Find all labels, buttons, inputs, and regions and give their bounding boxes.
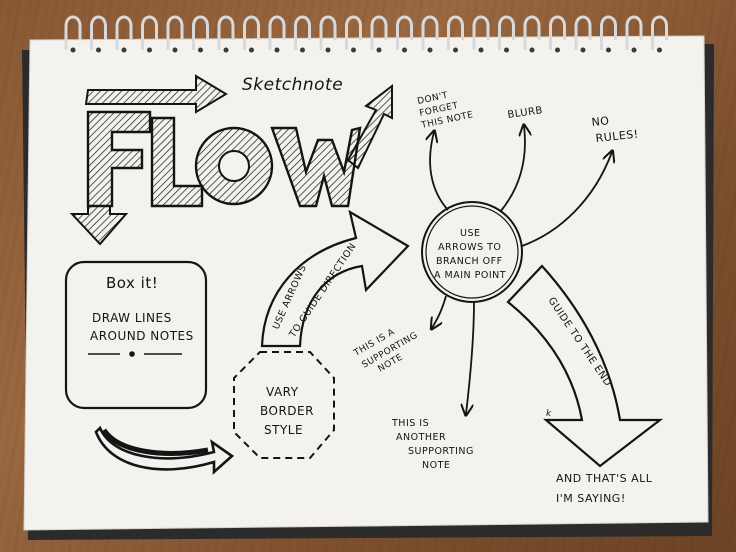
binding-hole — [657, 47, 662, 53]
binding-hole — [147, 47, 152, 53]
bold-curved-arrow — [94, 425, 235, 475]
spiral-ring — [90, 15, 107, 50]
big-down-arrow-icon — [506, 264, 664, 468]
spiral-binding-icon — [64, 15, 668, 53]
branch-supporting-2-line-1: THIS IS — [391, 418, 429, 429]
spiral-ring — [192, 15, 209, 50]
spiral-ring — [64, 15, 82, 50]
binding-hole — [376, 47, 382, 53]
curved-big-arrow — [260, 209, 410, 348]
branch-blurb: BLURB — [507, 105, 544, 121]
binding-hole — [606, 47, 611, 53]
spiral-ring — [651, 15, 668, 50]
branch-supporting-2-line-4: NOTE — [422, 460, 450, 471]
flow-top-arrow — [84, 74, 228, 114]
spiral-ring — [141, 15, 158, 50]
box-note-title: Box it! — [106, 274, 158, 292]
branch-supporting-2-line-3: SUPPORTING — [408, 446, 474, 457]
binding-hole — [249, 47, 254, 53]
binding-hole — [274, 47, 280, 53]
spiral-ring — [268, 15, 286, 50]
octagon-line-1: VARY — [266, 385, 299, 399]
box-note-border — [64, 260, 208, 410]
spiral-ring — [447, 15, 464, 50]
binding-hole — [325, 47, 331, 53]
binding-hole — [70, 47, 76, 53]
main-point-circle-icon — [421, 201, 523, 303]
binding-hole — [223, 47, 229, 53]
binding-hole — [529, 47, 535, 53]
branch-supporting-2-line-2: ANOTHER — [396, 432, 446, 443]
flow-title — [69, 74, 393, 246]
spiral-ring — [574, 15, 592, 50]
spiral-ring — [549, 15, 566, 50]
binding-hole — [453, 47, 458, 53]
spiral-ring — [319, 15, 337, 50]
spiral-ring — [396, 15, 413, 50]
spiral-ring — [243, 15, 260, 50]
spiral-ring — [370, 15, 388, 50]
spiral-ring — [472, 15, 490, 50]
binding-hole — [504, 47, 509, 53]
spiral-ring — [498, 15, 515, 50]
circle-line-2: ARROWS TO — [438, 242, 501, 253]
branch-no-rules-2: RULES! — [595, 128, 639, 145]
binding-hole — [402, 47, 407, 53]
flow-down-arrow — [69, 205, 129, 246]
spiral-ring — [345, 15, 362, 50]
binding-hole — [580, 47, 586, 53]
sketchnote-label: Sketchnote — [242, 75, 343, 95]
spiral-ring — [625, 15, 643, 50]
spiral-ring — [294, 15, 311, 50]
binding-hole — [351, 47, 356, 53]
box-note-underline — [88, 351, 182, 357]
spiral-ring — [600, 15, 617, 50]
branch-no-rules-1: NO — [591, 114, 610, 129]
spiral-ring — [115, 15, 133, 50]
box-note-line-2: AROUND NOTES — [90, 329, 194, 343]
circle-line-1: USE — [460, 228, 481, 239]
closing-line-1: AND THAT'S ALL — [556, 472, 653, 485]
spiral-ring — [523, 15, 541, 50]
binding-hole — [427, 47, 433, 53]
circle-line-4: A MAIN POINT — [434, 270, 506, 281]
binding-hole — [198, 47, 203, 53]
spiral-ring — [421, 15, 439, 50]
flow-up-arrow — [346, 83, 393, 170]
branch-arrows — [430, 126, 612, 414]
octagon-border-icon — [233, 351, 335, 459]
binding-hole — [96, 47, 101, 53]
binding-hole — [121, 47, 127, 53]
binding-hole — [555, 47, 560, 53]
spiral-ring — [217, 15, 235, 50]
octagon-line-3: STYLE — [264, 423, 303, 437]
binding-hole — [300, 47, 305, 53]
box-note-line-1: DRAW LINES — [92, 311, 172, 325]
signature: k — [546, 409, 552, 419]
spiral-ring — [166, 15, 184, 50]
closing-line-2: I'M SAYING! — [556, 492, 626, 505]
binding-hole — [172, 47, 178, 53]
circle-line-3: BRANCH OFF — [436, 256, 503, 267]
binding-hole — [478, 47, 484, 53]
octagon-line-2: BORDER — [260, 404, 314, 418]
binding-hole — [631, 47, 637, 53]
